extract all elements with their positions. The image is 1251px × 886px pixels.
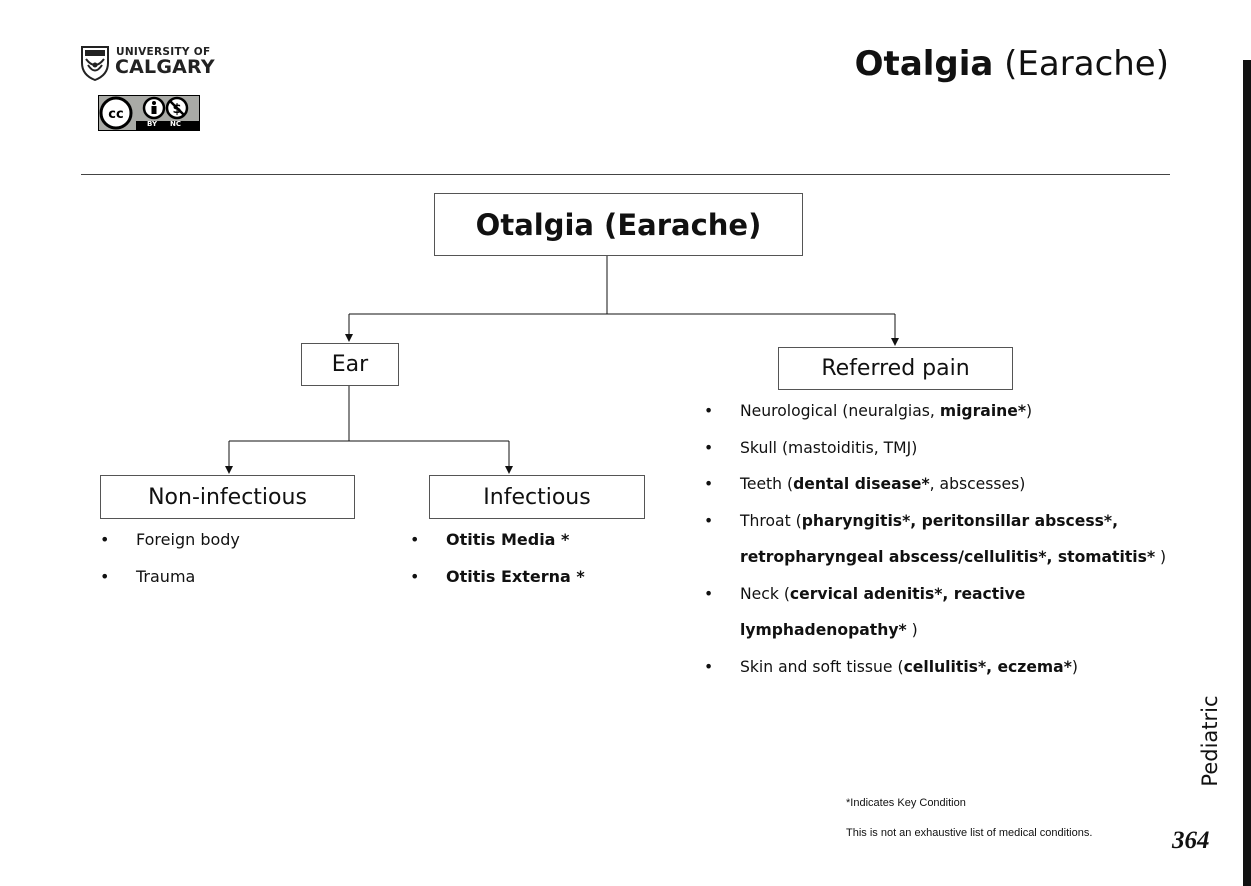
list-item: • Trauma — [100, 565, 240, 602]
item-otitis-media: Otitis Media * — [446, 530, 570, 549]
page-title-bold: Otalgia — [854, 44, 994, 84]
bullet-icon: • — [100, 530, 110, 549]
list-item: • Neck (cervical adenitis*, reactive — [704, 582, 1166, 619]
item-skin-key: cellulitis*, eczema* — [903, 657, 1072, 676]
creative-commons-by-nc-badge: cc $ BY NC — [98, 95, 200, 131]
header-divider — [81, 174, 1170, 175]
list-item: • Otitis Externa * — [410, 565, 585, 602]
list-item: • Skin and soft tissue (cellulitis*, ecze… — [704, 655, 1166, 692]
item-foreign-body: Foreign body — [136, 530, 240, 549]
bullet-icon: • — [704, 584, 714, 603]
license-by-label: BY — [147, 120, 158, 128]
bullet-icon: • — [704, 657, 714, 676]
item-throat-key: pharyngitis*, peritonsillar abscess*, — [801, 511, 1119, 530]
item-skin-close: ) — [1071, 657, 1078, 676]
item-neurological-close: ) — [1026, 402, 1033, 420]
item-throat-close: ) — [1155, 548, 1167, 566]
license-nc-label: NC — [170, 120, 181, 128]
item-teeth-key: dental disease* — [793, 475, 930, 493]
item-neurological-key: migraine* — [939, 402, 1026, 420]
bullet-icon: • — [704, 511, 714, 530]
list-item: • Foreign body — [100, 528, 240, 565]
node-non-infectious: Non-infectious — [100, 475, 355, 519]
bullet-icon: • — [410, 530, 420, 549]
university-of-calgary-logo: UNIVERSITY OF CALGARY — [80, 43, 220, 83]
node-infectious: Infectious — [429, 475, 645, 519]
bullet-icon: • — [704, 438, 714, 457]
list-item: • Skull (mastoiditis, TMJ) — [704, 436, 1166, 473]
infectious-list: • Otitis Media * • Otitis Externa * — [410, 528, 585, 601]
non-infectious-list: • Foreign body • Trauma — [100, 528, 240, 601]
item-throat-key-cont: retropharyngeal abscess/cellulitis*, sto… — [740, 548, 1156, 566]
referred-pain-list: • Neurological (neuralgias, migraine*) • S… — [704, 399, 1166, 691]
section-label-text: Pediatric — [1198, 695, 1222, 787]
bullet-icon: • — [704, 402, 714, 420]
item-neurological: Neurological (neuralgias, — [740, 402, 940, 420]
item-skull: Skull (mastoiditis, TMJ) — [740, 438, 918, 457]
node-referred-pain: Referred pain — [778, 347, 1013, 390]
logo-line-calgary: CALGARY — [115, 56, 215, 78]
bullet-icon: • — [410, 566, 420, 586]
node-otalgia-root: Otalgia (Earache) — [434, 193, 803, 256]
item-otitis-externa: Otitis Externa * — [446, 566, 585, 586]
item-neck-key: cervical adenitis*, reactive — [789, 584, 1026, 603]
disclaimer-note: This is not an exhaustive list of medica… — [846, 827, 1093, 839]
crest-icon — [81, 46, 109, 81]
item-teeth-rest: , abscesses) — [929, 475, 1026, 493]
item-throat: Throat ( — [740, 511, 802, 530]
item-neck: Neck ( — [740, 584, 790, 603]
item-skin: Skin and soft tissue ( — [740, 657, 904, 676]
page-number: 364 — [1172, 827, 1210, 854]
right-edge-bar — [1243, 60, 1251, 886]
cc-by-nc-icon: cc $ — [98, 95, 200, 131]
list-item: • Teeth (dental disease*, abscesses) — [704, 472, 1166, 509]
key-condition-note: *Indicates Key Condition — [846, 797, 966, 809]
page-title: Otalgia (Earache) — [855, 44, 1169, 84]
logo-line-university-of: UNIVERSITY OF — [116, 46, 211, 58]
list-item: • Throat (pharyngitis*, peritonsillar abs… — [704, 509, 1166, 546]
list-item: • Otitis Media * — [410, 528, 585, 565]
node-ear: Ear — [301, 343, 399, 386]
bullet-icon: • — [704, 475, 714, 493]
list-item-continuation: lymphadenopathy* ) — [704, 618, 1166, 655]
page-title-rest: (Earache) — [993, 44, 1169, 84]
item-neck-key-cont: lymphadenopathy* — [740, 621, 907, 639]
item-teeth: Teeth ( — [740, 475, 794, 493]
bullet-icon: • — [100, 566, 110, 586]
item-trauma: Trauma — [136, 566, 196, 586]
svg-text:cc: cc — [108, 107, 123, 122]
list-item: • Neurological (neuralgias, migraine*) — [704, 399, 1166, 436]
item-neck-close: ) — [906, 621, 918, 639]
list-item-continuation: retropharyngeal abscess/cellulitis*, sto… — [704, 545, 1166, 582]
section-label: Pediatric — [1190, 686, 1230, 796]
